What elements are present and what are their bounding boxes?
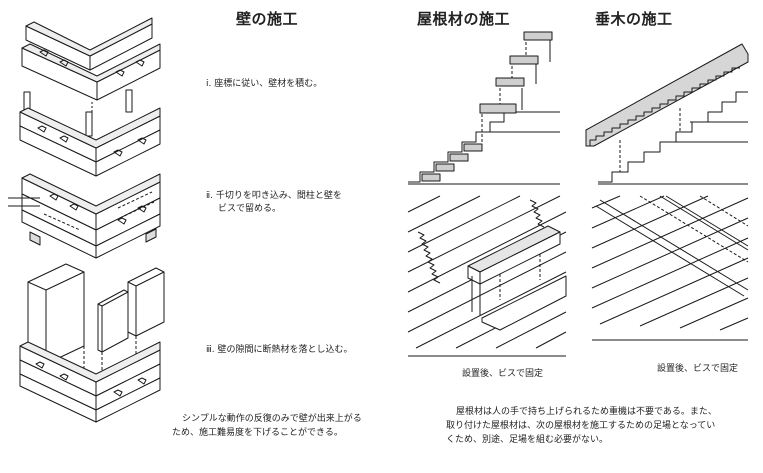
roof-summary-line-2: 取り付けた屋根材は、次の屋根材を施工するための足場となってい	[446, 421, 716, 431]
wall-step-2-text: ⅱ. 千切りを叩き込み、間柱と壁を	[206, 191, 342, 201]
rafter-stair-section	[585, 43, 749, 185]
wall-step-3-text: ⅲ. 壁の隙間に断熱材を落とし込む。	[206, 345, 353, 355]
wall-summary: シンプルな動作の反復のみで壁が出来上がる ため、施工難易度を下げることができる。	[172, 412, 392, 440]
rafter-isometric-view	[591, 195, 749, 341]
wall-step1-drawing	[19, 17, 161, 177]
wall-step2-drawing	[8, 173, 161, 259]
roof-material-title: 屋根材の施工	[417, 10, 511, 28]
roof-summary-line-1: 屋根材は人の手で持ち上げられるため重機は不要である。また、	[456, 407, 717, 417]
roof-fix-caption: 設置後、ビスで固定	[462, 369, 544, 379]
rafter-fix-caption: 設置後、ビスで固定	[657, 364, 739, 374]
wall-step-1-text: ⅰ. 座標に従い、壁材を積む。	[206, 79, 323, 89]
roof-isometric-view	[407, 195, 568, 357]
wall-step-2-text-cont: ビスで留める。	[218, 204, 282, 214]
wall-summary-line-1: シンプルな動作の反復のみで壁が出来上がる	[182, 414, 362, 424]
roof-summary-line-3: くため、別途、足場を組む必要がない。	[446, 435, 609, 445]
wall-step3-drawing	[19, 263, 165, 423]
roof-stair-section	[408, 31, 560, 185]
wall-summary-line-2: ため、施工難易度を下げることができる。	[172, 428, 343, 438]
roof-summary: 屋根材は人の手で持ち上げられるため重機は不要である。また、 取り付けた屋根材は、…	[446, 405, 756, 447]
rafter-construction-title: 垂木の施工	[595, 10, 673, 28]
wall-construction-title: 壁の施工	[236, 10, 299, 28]
